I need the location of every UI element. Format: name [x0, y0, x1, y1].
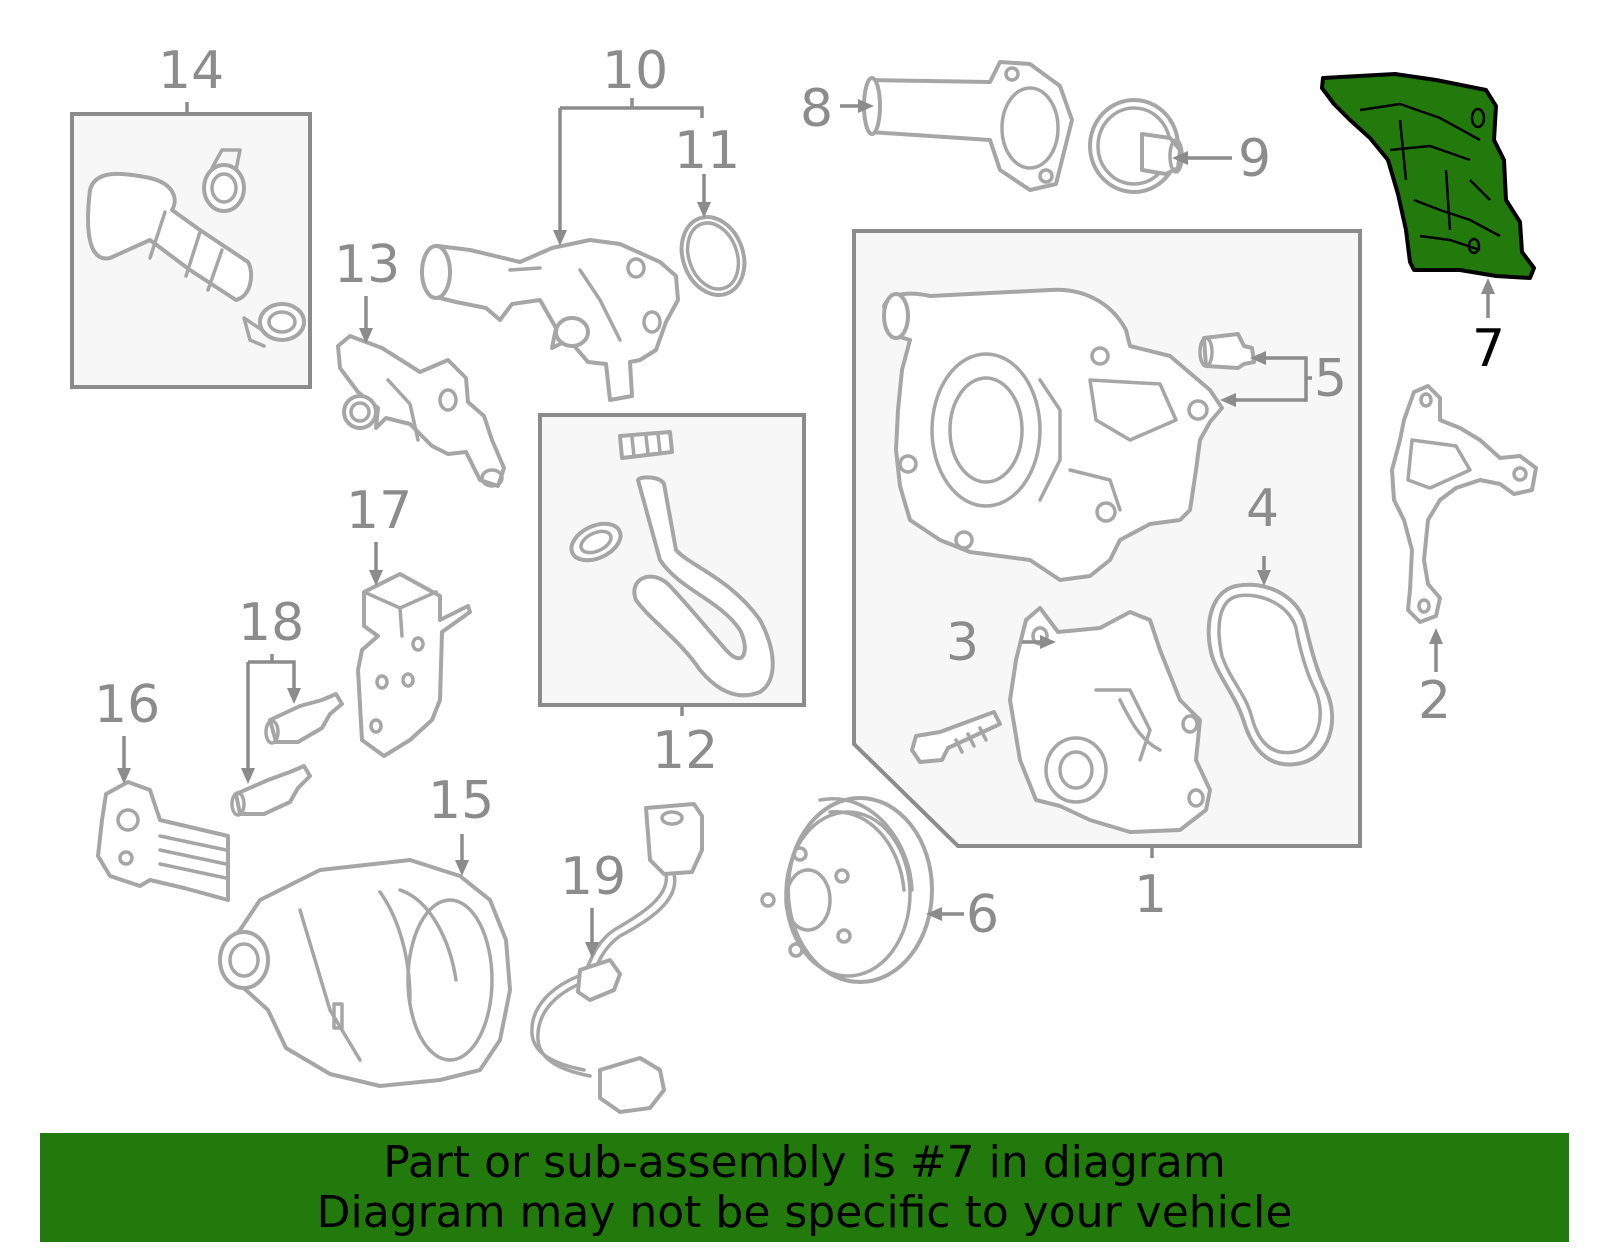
callout-12[interactable]: 12 [652, 721, 718, 781]
callout-1[interactable]: 1 [1134, 865, 1167, 925]
part-7-heat-shield-highlighted[interactable] [1320, 72, 1536, 280]
callout-5[interactable]: 5 [1314, 349, 1347, 409]
callout-17[interactable]: 17 [346, 481, 412, 541]
banner-line-part: Part or sub-assembly is #7 in diagram [383, 1136, 1226, 1188]
info-banner: Part or sub-assembly is #7 in diagram Di… [40, 1133, 1569, 1242]
callout-15[interactable]: 15 [428, 771, 494, 831]
part-3-water-pump[interactable] [910, 606, 1212, 834]
part-13-coolant-fitting[interactable] [336, 334, 506, 488]
part-19-wiring-harness[interactable] [530, 802, 704, 1114]
callout-19[interactable]: 19 [560, 847, 626, 907]
part-18-sensors[interactable] [230, 692, 344, 817]
callout-4[interactable]: 4 [1246, 479, 1279, 539]
callout-3[interactable]: 3 [946, 613, 979, 673]
callout-11[interactable]: 11 [674, 121, 740, 181]
part-8-water-outlet[interactable] [862, 60, 1074, 192]
part-2-gasket[interactable] [1390, 384, 1538, 624]
callout-14[interactable]: 14 [158, 41, 224, 101]
part-12-hose-assembly[interactable] [566, 430, 775, 698]
callout-7[interactable]: 7 [1472, 319, 1505, 379]
callout-8[interactable]: 8 [800, 79, 833, 139]
callout-13[interactable]: 13 [334, 235, 400, 295]
leader-lines [122, 98, 1490, 944]
part-14-hose-assembly[interactable] [86, 148, 306, 348]
banner-line-disclaimer: Diagram may not be specific to your vehi… [316, 1186, 1293, 1238]
part-5-plug[interactable] [1198, 332, 1256, 370]
part-1-pump-housing[interactable] [882, 287, 1224, 582]
part-4-gasket[interactable] [1206, 582, 1335, 767]
callout-labels: 14 10 11 8 9 7 13 5 4 17 3 18 2 16 12 15… [94, 41, 1505, 945]
part-9-thermostat[interactable] [1088, 98, 1184, 194]
part-6-pulley[interactable] [760, 796, 934, 984]
callout-10[interactable]: 10 [602, 41, 668, 101]
callout-9[interactable]: 9 [1238, 129, 1271, 189]
part-16-bracket[interactable] [96, 780, 230, 902]
part-11-o-ring[interactable] [671, 208, 755, 304]
part-17-bracket[interactable] [356, 572, 472, 758]
part-10-outlet-housing[interactable] [420, 238, 680, 402]
part-15-auxiliary-pump[interactable] [218, 858, 512, 1088]
callout-16[interactable]: 16 [94, 675, 160, 735]
callout-2[interactable]: 2 [1418, 671, 1451, 731]
arrowheads [117, 99, 1495, 958]
callout-18[interactable]: 18 [238, 593, 304, 653]
callout-6[interactable]: 6 [966, 885, 999, 945]
